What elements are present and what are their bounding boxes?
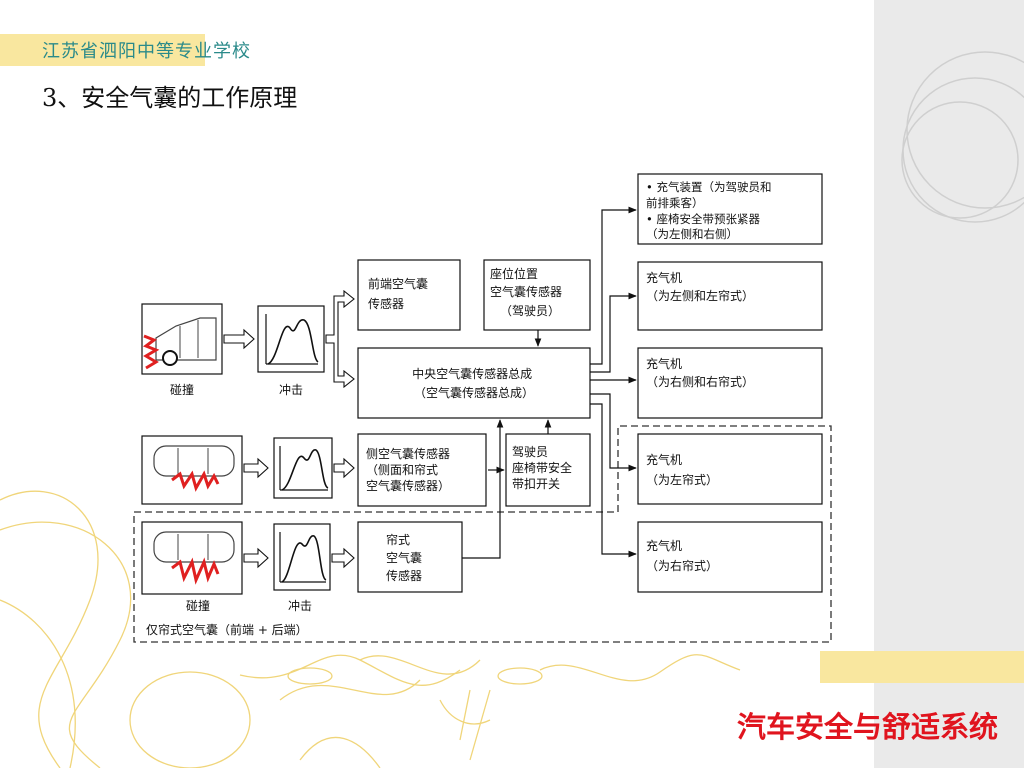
svg-text:驾驶员 座椅带安全 带扣开关: 驾驶员 座椅带安全 带扣开关 xyxy=(512,444,576,491)
box-central-sensor-unit: 中央空气囊传感器总成 （空气囊传感器总成） xyxy=(357,347,591,419)
collision-car-side-image xyxy=(141,435,243,505)
box-output-right-curtain: 充气机 （为右帘式） xyxy=(637,521,823,593)
svg-text:帘式 空气囊 传感器: 帘式 空气囊 传感器 xyxy=(386,532,426,583)
connector-lines xyxy=(462,206,637,559)
box-output-left-curtain: 充气机 （为左帘式） xyxy=(637,433,823,505)
circle-ornament xyxy=(901,51,1024,223)
svg-text:侧空气囊传感器 （侧面和帘式: 侧空气囊传感器 （侧面和帘式 空气囊传感器） xyxy=(366,446,454,493)
hollow-arrow-curtain-impact-to-sensor xyxy=(331,547,355,569)
page-title: 3、安全气囊的工作原理 xyxy=(42,84,298,112)
curtain-only-dashed-region xyxy=(133,425,832,643)
impact-waveform-image-2 xyxy=(273,437,333,499)
hollow-arrow-curtain-car-to-impact xyxy=(243,547,269,569)
box-seat-position-sensor: 座位位置 空气囊传感器 （驾驶员） xyxy=(483,259,591,331)
box-side-sensor: 侧空气囊传感器 （侧面和帘式 空气囊传感器） xyxy=(357,433,487,507)
svg-text:中央空气囊传感器总成 （空气囊传感器总成）: 中央空气囊传感器总成 （空气囊传感器总成） xyxy=(412,366,536,400)
impact-waveform-image xyxy=(257,305,325,373)
label-curtain-only: 仅帘式空气囊（前端 + 后端） xyxy=(146,622,308,637)
hollow-arrow-side-impact-to-sensor xyxy=(333,457,355,479)
header-highlight-band xyxy=(0,34,205,66)
box-output-driver-passenger: • 充气装置（为驾驶员和 前排乘客） • 座椅安全带预张紧器 （为左侧和右侧） xyxy=(637,173,823,245)
box-output-right-side: 充气机 （为右侧和右帘式） xyxy=(637,347,823,419)
ribbon-ornament xyxy=(0,490,741,768)
box-output-left-side: 充气机 （为左侧和左帘式） xyxy=(637,261,823,331)
right-side-panel xyxy=(874,0,1024,768)
label-collision-2: 碰撞 xyxy=(186,598,210,613)
box-curtain-sensor: 帘式 空气囊 传感器 xyxy=(357,521,463,593)
impact-waveform-image-3 xyxy=(273,523,331,591)
svg-text:前端空气囊 传感器: 前端空气囊 传感器 xyxy=(368,276,432,311)
svg-text:充气机 （为左帘式）: 充气机 （为左帘式） xyxy=(646,452,718,487)
hollow-arrow-car-to-impact xyxy=(223,328,255,350)
hollow-arrow-impact-split xyxy=(325,289,355,389)
svg-text:• 充气装置（为驾驶员和 前排乘客）: • 充气装置（为驾驶员和 前排乘客） • 座椅安全带预张紧器 （为左侧和右侧） xyxy=(646,180,775,241)
course-title: 汽车安全与舒适系统 xyxy=(736,710,998,744)
svg-text:充气机 （为右帘式）: 充气机 （为右帘式） xyxy=(646,538,718,573)
collision-car-curtain-image xyxy=(141,521,243,595)
hollow-arrow-side-car-to-impact xyxy=(243,457,269,479)
box-buckle-switch: 驾驶员 座椅带安全 带扣开关 xyxy=(505,433,591,507)
svg-text:座位位置 空气囊传感器 （驾: 座位位置 空气囊传感器 （驾驶员） xyxy=(490,266,566,318)
label-impact-2: 冲击 xyxy=(288,598,312,613)
svg-text:充气机 （为右侧和右帘式）: 充气机 （为右侧和右帘式） xyxy=(646,356,754,389)
airbag-principle-diagram: 碰撞 冲击 xyxy=(133,173,832,643)
footer-highlight-band xyxy=(820,651,1024,683)
svg-text:充气机 （为左侧和左帘式）: 充气机 （为左侧和左帘式） xyxy=(646,270,754,303)
box-front-sensor: 前端空气囊 传感器 xyxy=(357,259,461,331)
school-name: 江苏省泗阳中等专业学校 xyxy=(42,41,251,62)
label-collision: 碰撞 xyxy=(170,382,194,397)
collision-car-front-image xyxy=(141,303,223,375)
label-impact: 冲击 xyxy=(279,382,303,397)
